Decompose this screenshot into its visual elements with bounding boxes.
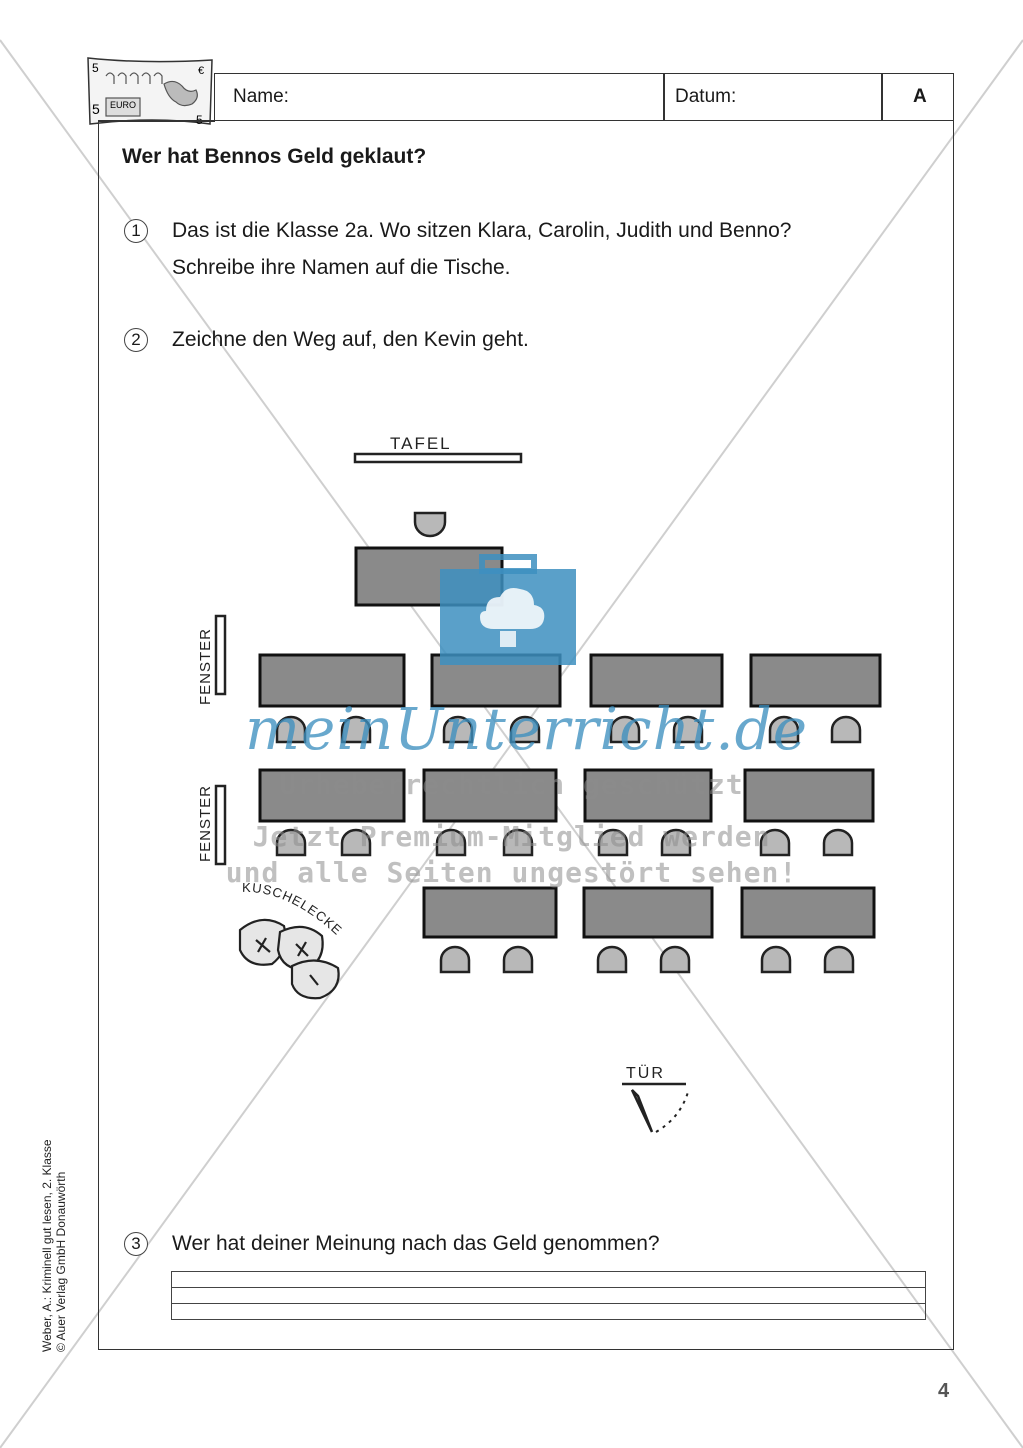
task-1-text: Das ist die Klasse 2a. Wo sitzen Klara, …	[172, 212, 791, 286]
header-bar: Name: Datum: A	[214, 73, 954, 121]
task-2-text: Zeichne den Weg auf, den Kevin geht.	[172, 328, 529, 351]
task-number-2: 2	[124, 328, 148, 352]
window-label-1: FENSTER	[197, 628, 214, 705]
banknote-value-left: 5	[92, 101, 100, 117]
banknote-currency: EURO	[110, 100, 136, 110]
watermark-briefcase-icon	[440, 554, 576, 665]
watermark-logo-text: meinUnterricht.de	[245, 695, 809, 763]
banknote-value-top: 5	[92, 61, 99, 75]
answer-lines	[171, 1271, 926, 1320]
watermark-line-3: und alle Seiten ungestört sehen!	[225, 856, 798, 889]
banknote-euro-symbol: €	[198, 65, 204, 77]
task-3-text: Wer hat deiner Meinung nach das Geld gen…	[172, 1232, 660, 1255]
door-leaf	[630, 1089, 654, 1133]
window-2	[214, 784, 227, 866]
board-label: TAFEL	[390, 434, 452, 453]
watermark-line-2: Jetzt Premium-Mitglied werden	[252, 820, 771, 853]
publisher-credit: Weber, A.: Kriminell gut lesen, 2. Klass…	[40, 1139, 68, 1352]
credit-line-2: © Auer Verlag GmbH Donauwörth	[54, 1171, 68, 1352]
answer-line-2	[172, 1303, 925, 1305]
task-number-3: 3	[124, 1232, 148, 1256]
pillow-icons	[238, 918, 340, 1000]
credit-line-1: Weber, A.: Kriminell gut lesen, 2. Klass…	[40, 1139, 54, 1352]
page-number: 4	[938, 1380, 950, 1402]
version-label: A	[913, 86, 927, 107]
teacher-chair	[413, 511, 447, 538]
desk-row-3	[422, 886, 876, 939]
header-divider-2	[881, 74, 883, 120]
board	[353, 452, 523, 464]
page-frame	[98, 120, 954, 1350]
window-1	[214, 614, 227, 696]
page-frame-top	[98, 120, 215, 122]
worksheet-title: Wer hat Bennos Geld geklaut?	[122, 145, 427, 168]
name-label: Name:	[233, 86, 289, 107]
door-swing	[655, 1091, 689, 1133]
watermark-line-1: Urheberrechtlich geschützt	[279, 768, 744, 801]
task-number-1: 1	[124, 219, 148, 243]
date-label: Datum:	[675, 86, 737, 107]
chair-row-3	[439, 945, 855, 974]
door-label: TÜR	[626, 1064, 665, 1082]
task-1-line-1: Das ist die Klasse 2a. Wo sitzen Klara, …	[172, 219, 792, 242]
window-label-2: FENSTER	[197, 785, 214, 862]
desk-row-2	[258, 768, 875, 823]
task-1-line-2: Schreibe ihre Namen auf die Tische.	[172, 256, 511, 279]
header-divider-1	[663, 74, 665, 120]
answer-line-1	[172, 1287, 925, 1289]
